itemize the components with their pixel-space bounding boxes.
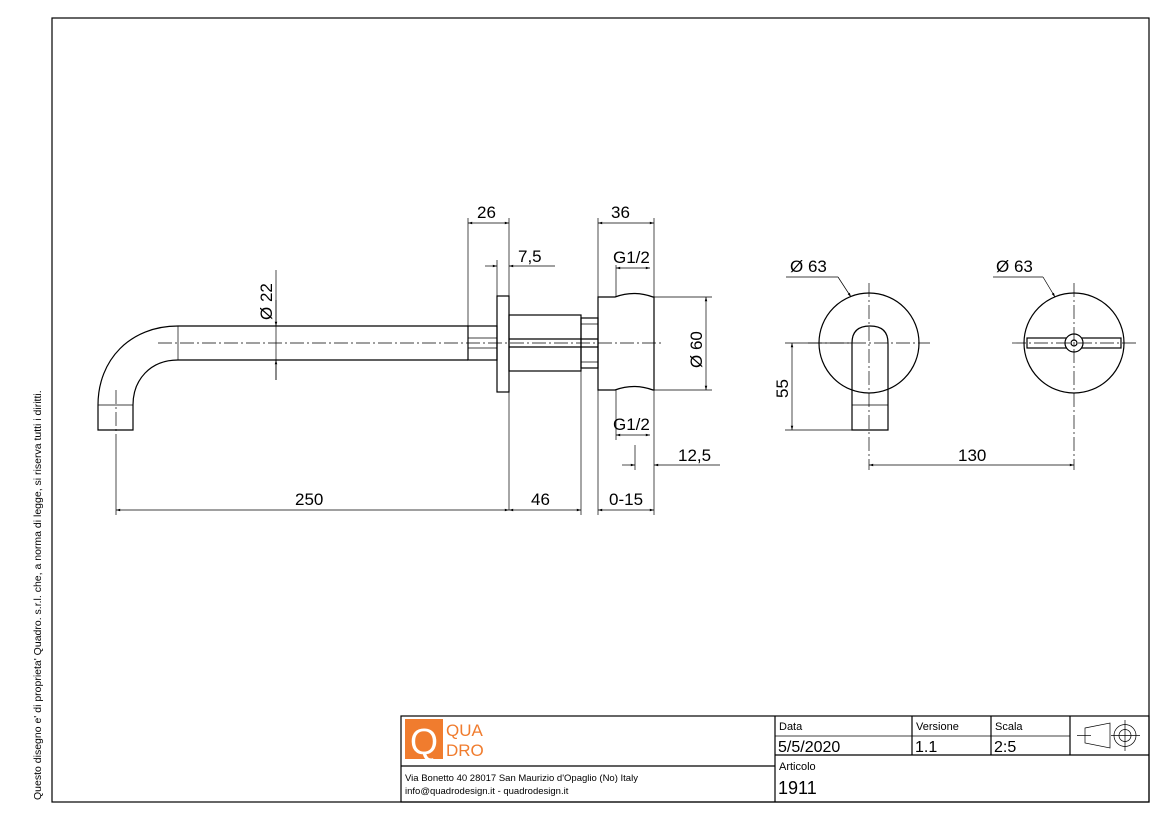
scala-value: 2:5 — [994, 739, 1016, 756]
dim-26: 26 — [477, 203, 496, 222]
dim-7-5: 7,5 — [518, 247, 542, 266]
dim-250: 250 — [295, 490, 323, 509]
dim-36: 36 — [611, 203, 630, 222]
dim-diameter-63-a: Ø 63 — [790, 257, 827, 276]
title-block: Q QUA DRO Via Bonetto 40 28017 San Mauri… — [400, 715, 1150, 803]
side-dimensions: Ø 22 26 7,5 36 G1/2 G1/2 Ø 60 12,5 250 — [115, 203, 720, 515]
dim-diameter-22: Ø 22 — [257, 283, 276, 320]
front-dimensions: Ø 63 Ø 63 55 130 — [773, 257, 1074, 467]
articolo-label: Articolo — [779, 761, 816, 773]
logo-letter: Q — [410, 721, 438, 762]
scala-label: Scala — [995, 721, 1023, 733]
projection-symbol-icon — [1077, 720, 1140, 751]
dim-diameter-63-b: Ø 63 — [996, 257, 1033, 276]
articolo-value: 1911 — [778, 778, 817, 798]
dim-0-15: 0-15 — [609, 490, 643, 509]
dim-g12-bottom: G1/2 — [613, 415, 650, 434]
dim-diameter-60: Ø 60 — [687, 331, 706, 368]
data-label: Data — [779, 721, 803, 733]
logo-text-line2: DRO — [446, 741, 484, 760]
side-view — [97, 292, 664, 440]
logo-text-line1: QUA — [446, 721, 484, 740]
dim-55: 55 — [773, 379, 792, 398]
dim-46: 46 — [531, 490, 550, 509]
copyright-note: Questo disegno e' di proprieta' Quadro. … — [32, 390, 44, 800]
company-address: Via Bonetto 40 28017 San Maurizio d'Opag… — [405, 773, 638, 784]
dim-12-5: 12,5 — [678, 446, 711, 465]
front-view-handle — [1012, 283, 1136, 470]
versione-value: 1.1 — [915, 739, 937, 756]
dim-130: 130 — [958, 446, 986, 465]
company-contact: info@quadrodesign.it - quadrodesign.it — [405, 786, 569, 797]
logo-square — [405, 719, 443, 759]
front-view-spout — [808, 283, 930, 470]
versione-label: Versione — [916, 721, 959, 733]
drawing-frame — [51, 17, 1150, 803]
dim-g12-top: G1/2 — [613, 248, 650, 267]
data-value: 5/5/2020 — [778, 739, 840, 756]
